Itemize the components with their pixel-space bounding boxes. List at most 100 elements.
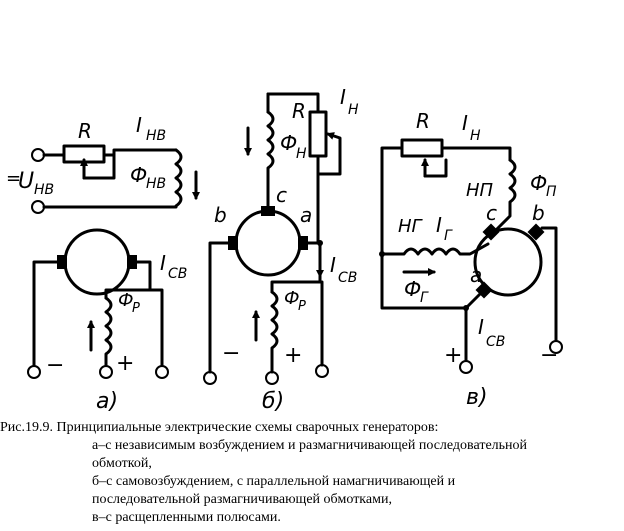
brush-a-left: [57, 255, 67, 269]
label-v-Phip-sub: П: [546, 184, 557, 200]
label-b-plus: +: [284, 343, 302, 368]
label-b-Phin: Ф: [280, 131, 297, 155]
caption-line-3: обмоткой,: [92, 456, 152, 471]
winding-nv: [42, 148, 183, 209]
label-a-Phir-sub: Р: [132, 301, 140, 316]
terminal-v-minus: [549, 340, 563, 354]
terminal-b-plus: [265, 371, 279, 385]
wire-v-left: [380, 146, 404, 256]
label-v-Ig: I: [436, 213, 442, 237]
label-a-I-sub: НВ: [146, 128, 166, 144]
terminal-b-out: [315, 364, 329, 378]
label-b-Icv-sub: СВ: [338, 270, 357, 286]
terminal-v-plus: [459, 360, 473, 374]
label-a-minus: −: [46, 353, 64, 378]
wire-a-to-winding: [102, 148, 178, 157]
terminal-b-minus: [203, 371, 217, 385]
label-b-Phin-sub: Н: [296, 146, 307, 162]
label-a-Icv-sub: СВ: [168, 266, 187, 282]
label-v-Icv-sub: СВ: [486, 334, 505, 350]
label-v-plus: +: [444, 343, 462, 368]
label-a-plus: +: [116, 351, 134, 376]
label-a-R: R: [78, 119, 92, 143]
label-b-tag: б): [262, 389, 284, 414]
label-b-b: b: [214, 203, 227, 227]
terminal-a-plus: [99, 365, 113, 379]
caption-line-6: в–с расщепленными полюсами.: [92, 510, 281, 525]
label-v-Phig-sub: Г: [420, 290, 429, 306]
scheme-a: R I НВ = U НВ Ф НВ I СВ Ф Р − + а): [6, 113, 200, 414]
label-v-NP: НП: [466, 180, 494, 201]
label-a-I: I: [136, 113, 142, 137]
wire-v-bottom: [380, 252, 468, 310]
rheostat-b-slider: [316, 132, 342, 176]
label-a-Phi: Ф: [130, 163, 147, 187]
caption-line-1: Рис.19.9. Принципиальные электрические с…: [0, 420, 439, 435]
winding-n-b: [266, 110, 275, 212]
label-v-In-sub: Н: [470, 128, 481, 144]
brush-v-b: [527, 223, 545, 241]
winding-ng: [380, 242, 490, 256]
wire-b-top: [266, 92, 320, 114]
label-b-minus: −: [222, 341, 240, 366]
label-b-Phir-sub: Р: [298, 299, 306, 314]
wire-b-out: [318, 280, 324, 367]
node-v-a: [463, 305, 469, 311]
terminal-a-upper: [31, 148, 45, 162]
label-v-minus: −: [540, 343, 558, 368]
wire-v-b: [540, 226, 558, 342]
brush-v-c: [482, 223, 500, 241]
label-v-R: R: [416, 109, 430, 133]
armature-a: [63, 228, 131, 296]
rheostat-a-tap: [82, 153, 116, 180]
rheostat-b: [308, 110, 328, 158]
rheostat-v: [400, 138, 444, 158]
label-v-c: c: [486, 201, 497, 225]
brush-a-right: [127, 255, 137, 269]
label-v-Phig: Ф: [404, 277, 421, 301]
label-b-In-sub: Н: [348, 102, 359, 118]
wire-a-left: [32, 260, 59, 367]
label-b-Icv: I: [330, 253, 336, 277]
label-v-tag: в): [466, 385, 488, 410]
rheostat-v-tap: [423, 158, 448, 178]
welding-generator-schematics: R I НВ = U НВ Ф НВ I СВ Ф Р − + а): [6, 85, 563, 414]
label-a-Phi-sub: НВ: [146, 176, 166, 192]
label-b-In: I: [340, 85, 346, 109]
terminal-a-lower: [31, 200, 45, 214]
winding-r-a: [104, 296, 113, 367]
label-a-U: U: [18, 169, 34, 194]
label-v-Ig-sub: Г: [444, 228, 453, 244]
wire-b-left: [208, 241, 230, 374]
label-a-Phir: Ф: [118, 290, 134, 311]
label-v-Icv: I: [478, 315, 484, 339]
scheme-b: R I Н Ф Н c b a I СВ Ф Р − + б): [203, 85, 359, 414]
label-a-U-sub: НВ: [34, 182, 54, 198]
armature-b: [234, 209, 302, 277]
caption-line-4: б–с самовозбуждением, с параллельной нам…: [92, 474, 456, 489]
label-v-b: b: [532, 201, 545, 225]
label-v-Phip: Ф: [530, 171, 547, 195]
brush-b-c: [261, 206, 275, 216]
wire-a-out: [148, 288, 164, 367]
brush-b-b: [228, 236, 238, 250]
scheme-v: R I Н НП Ф П НГ I Г c b Ф Г a I СВ + − в…: [379, 109, 563, 410]
terminal-a-minus: [27, 365, 41, 379]
label-v-NG: НГ: [398, 216, 424, 237]
label-b-c: c: [276, 183, 287, 207]
winding-np: [494, 158, 517, 232]
label-b-a: a: [300, 203, 312, 227]
wire-v-top: [440, 146, 512, 162]
terminal-a-out: [155, 365, 169, 379]
label-a-Icv: I: [160, 251, 166, 275]
caption-line-2: а–с независимым возбуждением и размагнич…: [92, 438, 528, 453]
wire-b-series: [270, 241, 322, 294]
label-b-Phir: Ф: [284, 288, 300, 309]
label-b-R: R: [292, 99, 306, 123]
caption-line-5: последовательной размагничивающей обмотк…: [92, 492, 392, 507]
figure-caption: Рис.19.9. Принципиальные электрические с…: [0, 419, 624, 527]
label-v-a: a: [470, 263, 482, 287]
label-a-eq: =: [6, 168, 21, 189]
winding-r-b: [270, 290, 279, 374]
armature-v: [473, 227, 543, 297]
